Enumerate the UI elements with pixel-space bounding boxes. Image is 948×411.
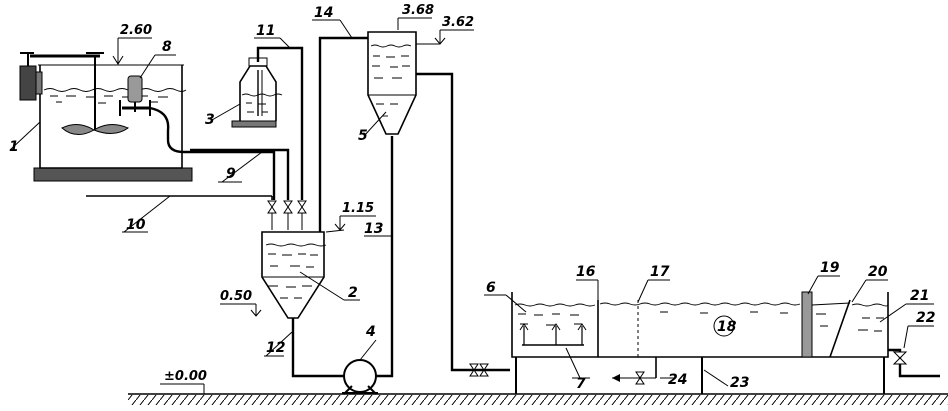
level-mark-260: 2.60 bbox=[112, 23, 152, 65]
label-20: 20 bbox=[868, 264, 888, 280]
pump-icon bbox=[342, 359, 378, 395]
level-050-text: 0.50 bbox=[220, 289, 252, 304]
level-115-text: 1.15 bbox=[342, 201, 374, 216]
air-supply-line bbox=[612, 357, 657, 385]
label-16: 16 bbox=[576, 264, 596, 280]
inlet-valves bbox=[267, 200, 307, 230]
label-11: 11 bbox=[256, 23, 275, 39]
level-260-text: 2.60 bbox=[120, 23, 152, 38]
level-362-text: 3.62 bbox=[442, 15, 474, 30]
label-13: 13 bbox=[364, 221, 383, 237]
label-22: 22 bbox=[916, 310, 935, 326]
conical-tank-2 bbox=[261, 231, 327, 319]
label-5: 5 bbox=[358, 128, 368, 144]
gate-icon bbox=[801, 291, 813, 358]
label-2: 2 bbox=[348, 285, 358, 301]
label-14: 14 bbox=[314, 5, 333, 21]
label-7: 7 bbox=[576, 376, 586, 392]
level-368-text: 3.68 bbox=[402, 3, 434, 18]
ground-line bbox=[128, 393, 948, 405]
reagent-vessel bbox=[231, 57, 283, 128]
label-9: 9 bbox=[226, 166, 236, 182]
label-17: 17 bbox=[650, 264, 670, 280]
label-18: 18 bbox=[717, 319, 737, 335]
mixing-tank bbox=[19, 52, 193, 182]
label-1: 1 bbox=[9, 139, 19, 155]
motor-icon bbox=[19, 65, 37, 101]
label-4: 4 bbox=[365, 324, 376, 340]
level-sensor-icon bbox=[127, 75, 143, 103]
label-6: 6 bbox=[486, 280, 496, 296]
label-3: 3 bbox=[205, 112, 215, 128]
label-12: 12 bbox=[266, 340, 285, 356]
label-8: 8 bbox=[162, 39, 172, 55]
label-19: 19 bbox=[820, 260, 840, 276]
level-000-text: ±0.00 bbox=[164, 369, 207, 384]
conical-tank-5 bbox=[367, 31, 417, 135]
settling-channel bbox=[511, 291, 889, 394]
label-21: 21 bbox=[910, 288, 929, 304]
label-24: 24 bbox=[668, 372, 687, 388]
label-23: 23 bbox=[730, 375, 749, 391]
label-10: 10 bbox=[126, 217, 146, 233]
